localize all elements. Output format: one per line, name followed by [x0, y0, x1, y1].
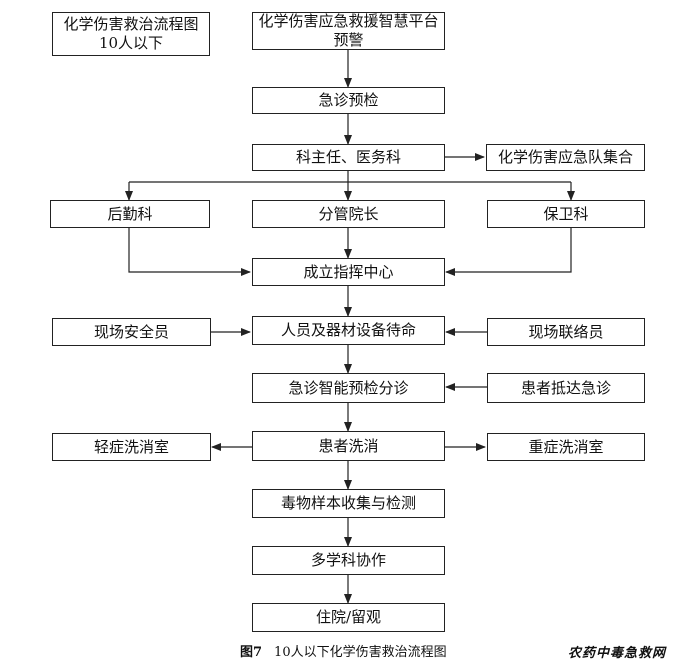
- small-incident-title-box: 化学伤害救治流程图 10人以下: [52, 12, 210, 56]
- figure-caption: 图7 10人以下化学伤害救治流程图: [240, 641, 447, 660]
- figure-title: 10人以下化学伤害救治流程图: [274, 645, 447, 660]
- vice-president-box: 分管院长: [252, 200, 445, 228]
- team-assembly-box: 化学伤害应急队集合: [486, 144, 645, 171]
- arrow-security-to-command: [445, 228, 572, 276]
- safety-officer-box: 现场安全员: [52, 318, 211, 346]
- command-center-box: 成立指挥中心: [252, 258, 445, 286]
- decontamination-box: 患者洗消: [252, 431, 445, 461]
- sampling-box: 毒物样本收集与检测: [252, 489, 445, 518]
- staff-standby-box: 人员及器材设备待命: [252, 316, 445, 345]
- site-watermark: 农药中毒急救网: [568, 646, 667, 661]
- smart-triage-box: 急诊智能预检分诊: [252, 373, 445, 403]
- logistics-box: 后勤科: [50, 200, 210, 228]
- severe-wash-room-box: 重症洗消室: [487, 433, 645, 461]
- patient-arrival-box: 患者抵达急诊: [487, 373, 645, 403]
- security-box: 保卫科: [487, 200, 645, 228]
- arrow-logistics-to-command: [128, 228, 251, 276]
- figure-number: 图7: [240, 645, 263, 660]
- platform-alert-line1: 化学伤害应急救援智慧平台: [258, 12, 439, 30]
- small-incident-line1: 化学伤害救治流程图: [63, 15, 199, 33]
- triage-box: 急诊预检: [252, 87, 445, 114]
- dept-director-box: 科主任、医务科: [252, 144, 445, 171]
- platform-alert-box: 化学伤害应急救援智慧平台 预警: [252, 12, 445, 50]
- mdt-box: 多学科协作: [252, 546, 445, 575]
- admission-box: 住院/留观: [252, 603, 445, 632]
- liaison-box: 现场联络员: [487, 318, 645, 346]
- platform-alert-line2: 预警: [333, 31, 364, 49]
- small-incident-line2: 10人以下: [98, 34, 164, 52]
- mild-wash-room-box: 轻症洗消室: [52, 433, 211, 461]
